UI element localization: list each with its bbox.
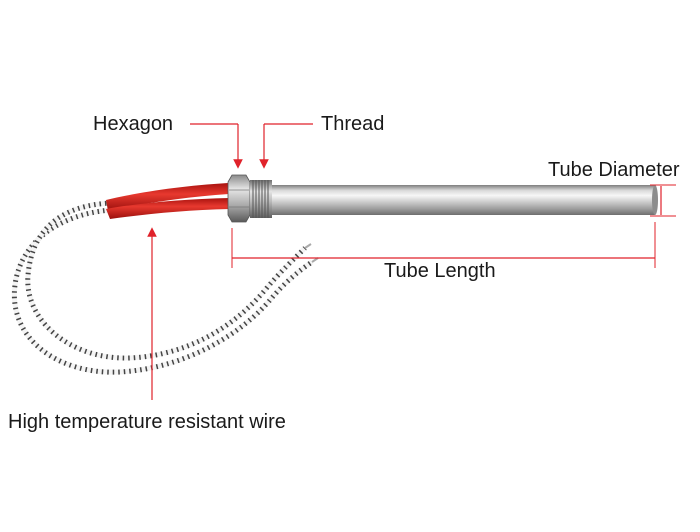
- thread: [250, 180, 272, 218]
- lead-wires: [11, 200, 319, 375]
- tube-diameter-dimension: [650, 184, 676, 217]
- tube-length-dimension: [231, 222, 656, 268]
- red-sleeves: [106, 183, 230, 219]
- wire-label: High temperature resistant wire: [8, 411, 286, 433]
- tube-length-label: Tube Length: [384, 260, 496, 282]
- hexagon-nut: [227, 174, 251, 223]
- hexagon-pointer: [190, 123, 243, 169]
- thread-pointer: [259, 123, 313, 169]
- steel-tube: [272, 185, 658, 215]
- hexagon-label: Hexagon: [93, 113, 174, 135]
- thread-label: Thread: [321, 113, 385, 135]
- tube-diameter-label: Tube Diameter: [548, 159, 680, 181]
